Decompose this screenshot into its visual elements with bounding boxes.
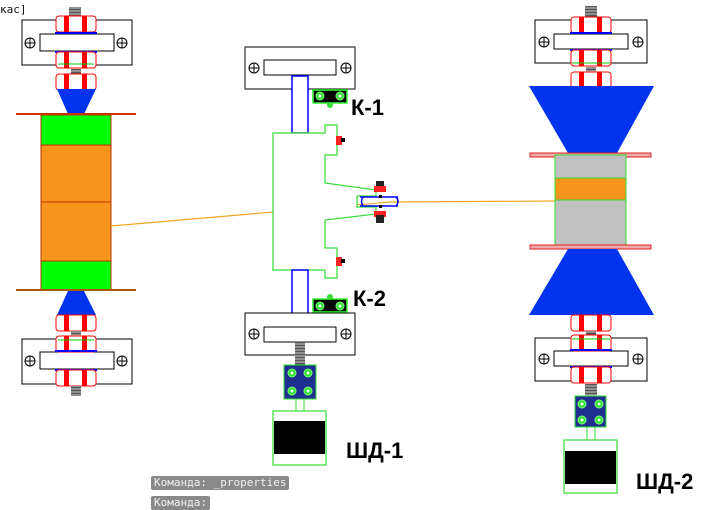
cone-bottom: [529, 249, 654, 315]
screw-icon: [632, 353, 644, 365]
nut-icon: [55, 51, 97, 69]
left-assembly: [16, 7, 136, 396]
right-assembly: [529, 6, 654, 494]
label-k2: К-2: [353, 286, 386, 311]
nut-icon: [55, 73, 97, 91]
cone-top: [57, 89, 96, 114]
screw-icon: [24, 37, 36, 49]
screw-icon: [538, 353, 550, 365]
nut-icon: [570, 334, 612, 352]
label-sd2: ШД-2: [636, 469, 694, 494]
coupling-block: [574, 395, 607, 428]
nut-icon: [55, 314, 97, 332]
nut-icon: [55, 15, 97, 33]
nut-icon: [570, 71, 612, 89]
screw-icon: [24, 355, 36, 367]
label-sd1: ШД-1: [346, 438, 404, 463]
nut-icon: [570, 16, 612, 34]
center-assembly: [244, 46, 399, 466]
limit-switch-k2: [312, 294, 348, 313]
laser-beam-line: [110, 200, 557, 227]
nut-icon: [55, 369, 97, 387]
command-history-line: Команда: _properties: [151, 476, 290, 490]
nut-icon: [570, 314, 612, 332]
limit-switch-k1: [312, 89, 348, 108]
stepper-motor-2: [563, 439, 618, 494]
screw-icon: [116, 355, 128, 367]
nut-icon: [55, 335, 97, 353]
nut-icon: [570, 366, 612, 384]
screw-icon: [538, 36, 550, 48]
nut-icon: [570, 49, 612, 67]
breadcrumb-fragment: кас]: [0, 3, 27, 16]
screw-icon: [248, 328, 260, 340]
label-k1: К-1: [351, 95, 384, 120]
cone-bottom: [57, 291, 96, 315]
screw-icon: [340, 62, 352, 74]
spring-top: [69, 7, 81, 17]
cone-top: [529, 86, 654, 153]
screw-icon: [116, 37, 128, 49]
screw-icon: [248, 62, 260, 74]
stepper-motor-1: [272, 410, 327, 466]
carriage-frame: [272, 124, 377, 279]
command-prompt[interactable]: Команда:: [151, 496, 210, 510]
slide-rod-top: [291, 75, 309, 134]
coupling-block: [283, 364, 317, 400]
screw-icon: [340, 328, 352, 340]
screw-icon: [632, 36, 644, 48]
